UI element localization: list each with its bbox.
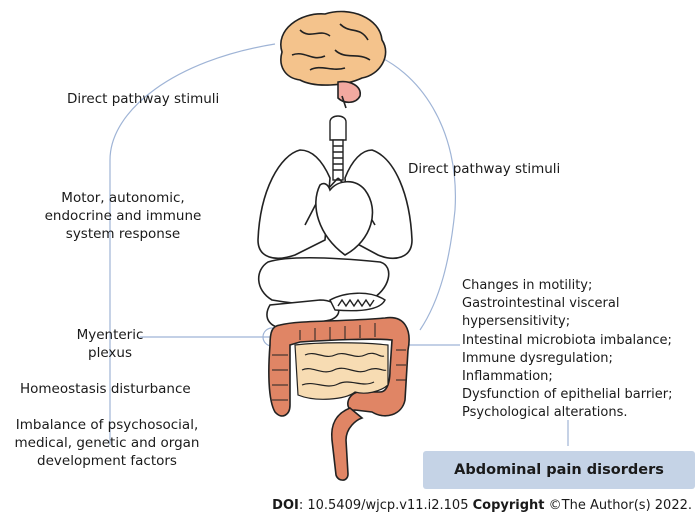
doi-value: : 10.5409/wjcp.v11.i2.105 — [299, 498, 473, 513]
myenteric-plexus-label: Myenteric plexus — [60, 326, 160, 362]
copyright-value: ©The Author(s) 2022. — [545, 498, 692, 513]
changes-item-3: hypersensitivity; — [462, 313, 673, 331]
footer-citation: DOI: 10.5409/wjcp.v11.i2.105 Copyright ©… — [272, 498, 692, 513]
changes-item-2: Gastrointestinal visceral — [462, 295, 673, 313]
myenteric-line-2: plexus — [60, 344, 160, 362]
brain-icon — [281, 12, 386, 108]
changes-item-6: Inflammation; — [462, 368, 673, 386]
copyright-label: Copyright — [473, 498, 545, 513]
trachea-icon — [330, 116, 346, 180]
abdominal-pain-label: Abdominal pain disorders — [454, 462, 664, 478]
direct-pathway-left-label: Direct pathway stimuli — [67, 90, 219, 108]
direct-pathway-right-label: Direct pathway stimuli — [408, 160, 560, 178]
homeostasis-label: Homeostasis disturbance — [20, 380, 191, 398]
motor-response-line-1: Motor, autonomic, — [38, 189, 208, 207]
changes-item-5: Immune dysregulation; — [462, 350, 673, 368]
myenteric-line-1: Myenteric — [60, 326, 160, 344]
small-intestine-icon — [295, 343, 388, 400]
large-intestine-icon — [269, 318, 409, 481]
imbalance-line-2: medical, genetic and organ — [4, 434, 210, 452]
pancreas-icon — [330, 293, 385, 310]
abdominal-pain-box: Abdominal pain disorders — [423, 451, 695, 489]
motor-response-line-3: system response — [38, 225, 208, 243]
motor-response-label: Motor, autonomic, endocrine and immune s… — [38, 189, 208, 243]
changes-list: Changes in motility; Gastrointestinal vi… — [462, 277, 673, 423]
changes-item-8: Psychological alterations. — [462, 404, 673, 422]
motor-response-line-2: endocrine and immune — [38, 207, 208, 225]
changes-item-7: Dysfunction of epithelial barrier; — [462, 386, 673, 404]
changes-item-1: Changes in motility; — [462, 277, 673, 295]
imbalance-line-1: Imbalance of psychosocial, — [4, 416, 210, 434]
changes-item-4: Intestinal microbiota imbalance; — [462, 332, 673, 350]
imbalance-label: Imbalance of psychosocial, medical, gene… — [4, 416, 210, 470]
stomach-liver-icon — [259, 258, 389, 328]
imbalance-line-3: development factors — [4, 452, 210, 470]
doi-label: DOI — [272, 498, 299, 513]
